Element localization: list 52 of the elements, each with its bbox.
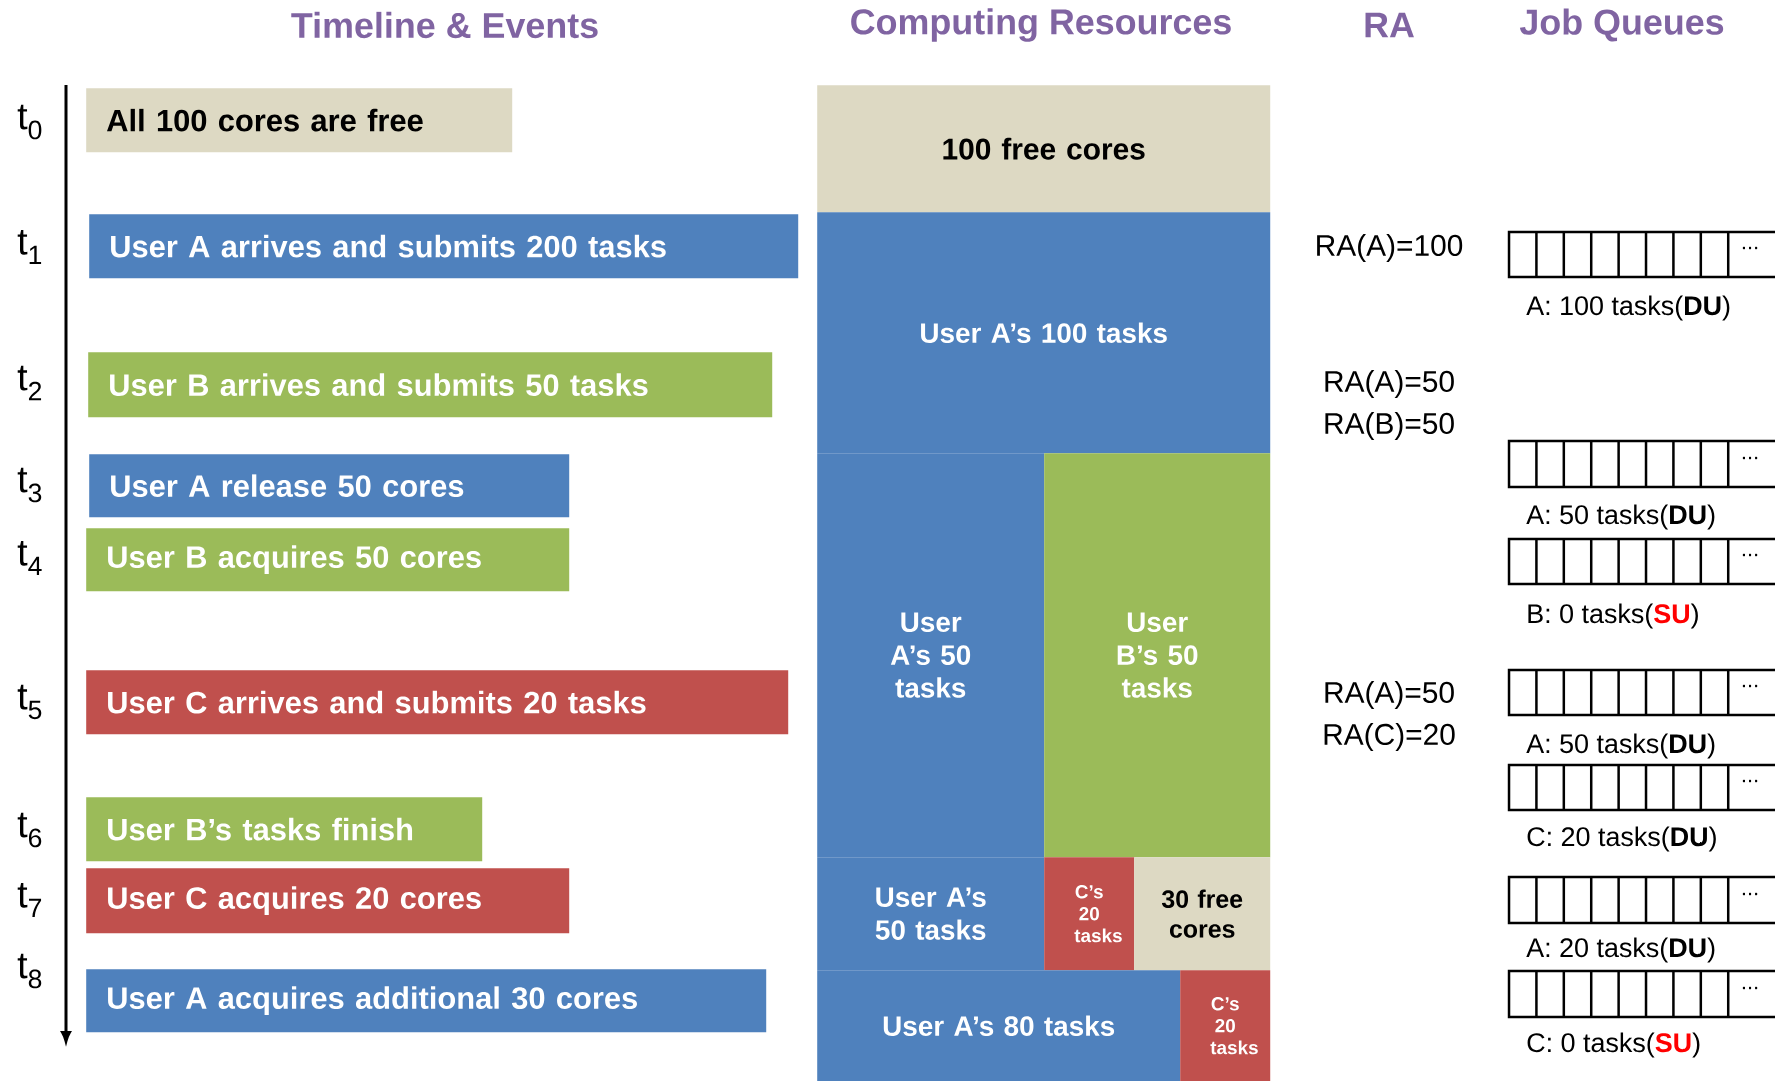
ra-value: RA(A)=50 bbox=[1325, 370, 1454, 398]
queue-drawing: ... bbox=[1507, 875, 1775, 925]
node-label: User A’s 50 tasks bbox=[890, 612, 971, 698]
event-box: User B’s tasks finish bbox=[86, 797, 483, 862]
ra-value: RA(A)=50 bbox=[1325, 681, 1454, 709]
queue-caption: C: 0 tasks(SU) bbox=[1527, 1032, 1700, 1058]
queue-caption: A: 20 tasks(DU) bbox=[1526, 937, 1715, 963]
resource-block: C’s 20 tasks bbox=[1180, 970, 1271, 1081]
queue-drawing: ... bbox=[1507, 668, 1775, 717]
queue-caption: C: 20 tasks(DU) bbox=[1527, 826, 1716, 852]
queue-caption: A: 50 tasks(DU) bbox=[1526, 733, 1715, 759]
queue-drawing: ... bbox=[1507, 969, 1775, 1019]
event-box: User A release 50 cores bbox=[89, 454, 570, 518]
time-label: t$_{7}$ bbox=[17, 882, 42, 918]
resource-block: User B’s 50 tasks bbox=[1044, 453, 1271, 858]
event-box: All 100 cores are free bbox=[86, 88, 513, 153]
event-box: User B arrives and submits 50 tasks bbox=[88, 352, 773, 418]
heading: Job Queues bbox=[1519, 8, 1724, 42]
time-label: t$_{2}$ bbox=[17, 365, 42, 401]
event-box: User B acquires 50 cores bbox=[86, 528, 570, 592]
heading: Computing Resources bbox=[851, 8, 1231, 42]
node-label: User A’s 50 tasks bbox=[875, 887, 986, 940]
heading: Timeline & Events bbox=[291, 11, 598, 39]
time-label: t$_{0}$ bbox=[17, 104, 42, 140]
time-label: t$_{5}$ bbox=[17, 684, 42, 720]
heading: RA bbox=[1365, 12, 1414, 38]
queue-drawing: ... bbox=[1507, 439, 1775, 489]
resource-block: User A’s 100 tasks bbox=[817, 212, 1271, 454]
time-label: t$_{4}$ bbox=[17, 540, 42, 576]
event-box: User A arrives and submits 200 tasks bbox=[89, 214, 799, 279]
queue-drawing: ... bbox=[1507, 763, 1775, 812]
queue-caption: A: 100 tasks(DU) bbox=[1526, 295, 1730, 321]
resource-block: C’s 20 tasks bbox=[1044, 857, 1135, 971]
ra-value: RA(C)=20 bbox=[1324, 723, 1455, 751]
resource-block: User A’s 50 tasks bbox=[817, 857, 1045, 971]
queue-caption: B: 0 tasks(SU) bbox=[1528, 603, 1698, 629]
ra-value: RA(A)=100 bbox=[1317, 234, 1463, 262]
ra-value: RA(B)=50 bbox=[1325, 412, 1454, 440]
time-label: t$_{3}$ bbox=[17, 467, 42, 503]
time-label: t$_{8}$ bbox=[17, 953, 42, 989]
queue-drawing: ... bbox=[1507, 537, 1775, 586]
event-box: User C arrives and submits 20 tasks bbox=[86, 670, 789, 735]
resource-block: 30 free cores bbox=[1134, 857, 1271, 971]
time-label: t$_{1}$ bbox=[17, 229, 42, 265]
queue-caption: A: 50 tasks(DU) bbox=[1526, 504, 1715, 530]
event-box: User C acquires 20 cores bbox=[86, 868, 570, 934]
queue-drawing: ... bbox=[1507, 230, 1775, 279]
resource-block: User A’s 80 tasks bbox=[817, 970, 1181, 1081]
node-label: User A’s 80 tasks bbox=[883, 1015, 1115, 1036]
resource-block: 100 free cores bbox=[817, 85, 1271, 213]
time-label: t$_{6}$ bbox=[17, 812, 42, 848]
event-box: User A acquires additional 30 cores bbox=[86, 969, 767, 1033]
